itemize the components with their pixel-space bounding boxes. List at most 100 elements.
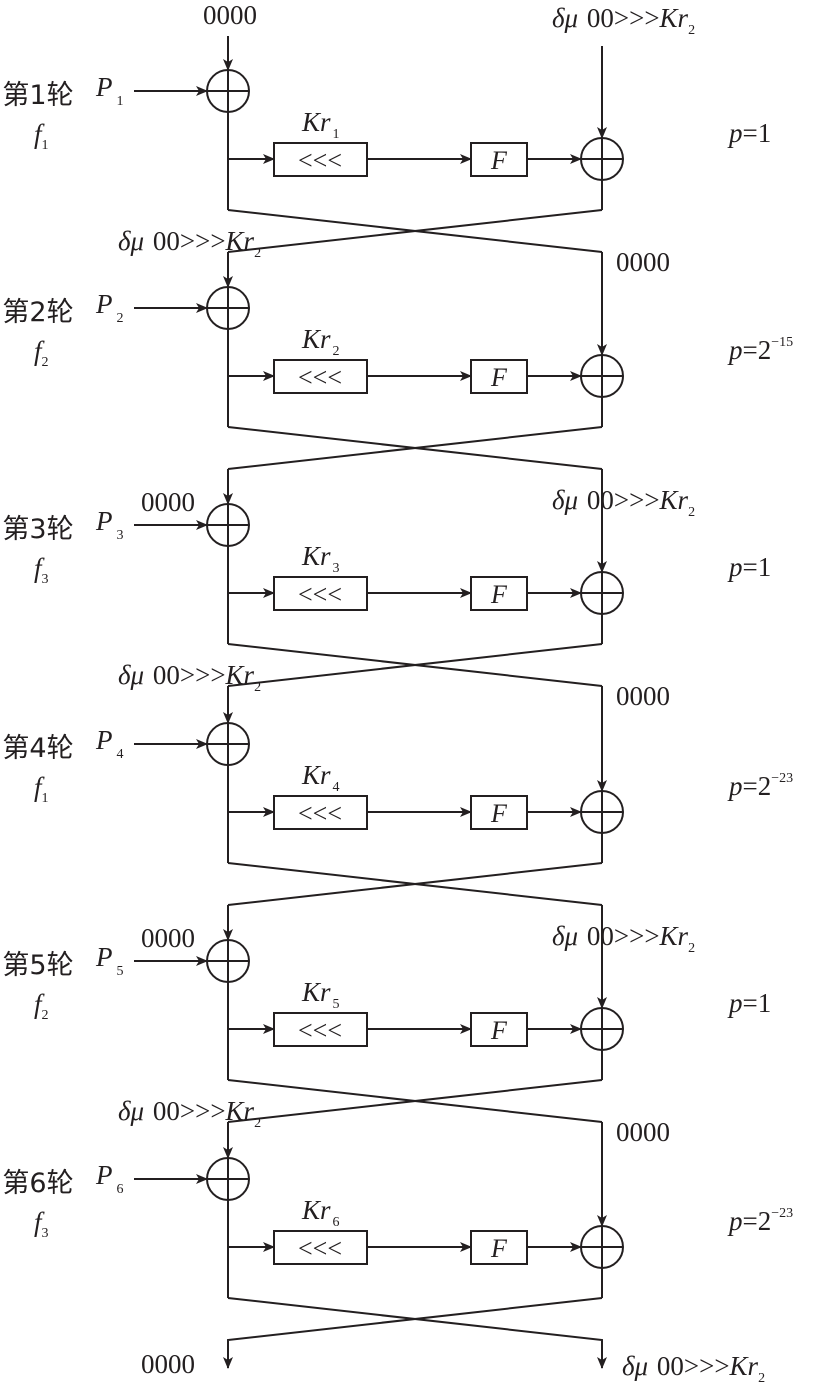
left-input-diff: 0000: [203, 0, 257, 30]
key-symbol: Kr: [301, 1195, 331, 1225]
delta-mu-symbol: δμ: [552, 485, 578, 515]
round-label-text: 第3轮: [2, 514, 73, 545]
func-symbol: f: [34, 119, 45, 149]
rotate-box: [273, 576, 368, 611]
prob-base: =1: [743, 988, 772, 1018]
f-symbol: F: [490, 363, 508, 392]
output-differences: 0000 δμ 00>>>Kr2: [141, 1349, 765, 1384]
rotate-label: <<<: [298, 799, 342, 828]
diff-value: 00>>>: [580, 485, 659, 515]
key-subscript: 2: [758, 1371, 765, 1384]
prob-symbol: p: [727, 771, 743, 801]
right-xor: [580, 1007, 624, 1051]
key-symbol: Kr: [659, 3, 689, 33]
round-label: 第4轮: [2, 733, 73, 764]
f-box: [470, 359, 528, 394]
plaintext-subscript: 2: [117, 311, 124, 326]
f-symbol: F: [490, 1016, 508, 1045]
rotate-symbol: <<<: [298, 580, 342, 609]
plaintext-subscript: 4: [117, 747, 124, 762]
func-subscript: 2: [42, 355, 49, 370]
key-symbol: Kr: [301, 107, 331, 137]
key-symbol: Kr: [659, 921, 689, 951]
round-label: 第5轮: [2, 950, 73, 981]
f-label: F: [490, 1016, 508, 1045]
rotate-box: [273, 1012, 368, 1047]
right-input-diff: δμ 00>>>Kr2: [552, 485, 695, 520]
swap-line-right-to-left: [227, 209, 603, 253]
key-subscript: 6: [333, 1215, 340, 1230]
round-label-text: 第5轮: [2, 950, 73, 981]
prob-base: =2: [743, 771, 772, 801]
right-xor: [580, 790, 624, 834]
key-symbol: Kr: [729, 1351, 759, 1381]
diff-value: 00>>>: [580, 921, 659, 951]
key-symbol: Kr: [225, 1096, 255, 1126]
key-subscript: 3: [333, 561, 340, 576]
plaintext-symbol: P: [95, 72, 113, 102]
zero-diff-text: 0000: [141, 487, 195, 517]
left-xor: [206, 722, 250, 766]
key-subscript: 2: [254, 246, 261, 261]
left-input-diff: 0000: [141, 487, 195, 517]
func-symbol: f: [34, 336, 45, 366]
output-swap-left: [223, 1297, 603, 1369]
left-xor: [206, 286, 250, 330]
output-right-diff: δμ 00>>>Kr2: [622, 1351, 765, 1384]
round-label: 第1轮: [2, 80, 73, 111]
round-label-text: 第1轮: [2, 80, 73, 111]
plaintext-subscript: 1: [117, 94, 124, 109]
key-subscript: 2: [254, 680, 261, 695]
right-input-diff: 0000: [616, 1117, 670, 1147]
rotate-symbol: <<<: [298, 1234, 342, 1263]
round-probability: p=2−23: [727, 771, 793, 801]
prob-base: =2: [743, 1206, 772, 1236]
swap-line-right-to-left: [227, 862, 603, 906]
round-probability: p=1: [727, 552, 771, 582]
rotate-symbol: <<<: [298, 363, 342, 392]
plaintext-subscript: 3: [117, 528, 124, 543]
right-input-diff: δμ 00>>>Kr2: [552, 921, 695, 956]
delta-mu-symbol: δμ: [622, 1351, 648, 1381]
key-symbol: Kr: [225, 226, 255, 256]
key-subscript: 4: [333, 780, 340, 795]
key-subscript: 2: [333, 344, 340, 359]
f-label: F: [490, 146, 508, 175]
key-subscript: 2: [254, 1116, 261, 1131]
key-subscript: 2: [688, 941, 695, 956]
round-probability: p=1: [727, 988, 771, 1018]
plaintext-subscript: 5: [117, 964, 124, 979]
f-label: F: [490, 580, 508, 609]
rotate-symbol: <<<: [298, 146, 342, 175]
key-symbol: Kr: [301, 324, 331, 354]
round-probability: p=2−15: [727, 335, 793, 365]
zero-diff-text: 0000: [616, 247, 670, 277]
prob-symbol: p: [727, 335, 743, 365]
prob-base: =1: [743, 552, 772, 582]
left-xor: [206, 69, 250, 113]
left-xor: [206, 1157, 250, 1201]
swap-line-right-to-left: [227, 1079, 603, 1123]
f-label: F: [490, 363, 508, 392]
func-subscript: 1: [42, 138, 49, 153]
func-subscript: 2: [42, 1008, 49, 1023]
plaintext-symbol: P: [95, 289, 113, 319]
round-label: 第6轮: [2, 1168, 73, 1199]
rotate-box: [273, 142, 368, 177]
right-xor: [580, 354, 624, 398]
key-symbol: Kr: [301, 760, 331, 790]
f-label: F: [490, 799, 508, 828]
func-symbol: f: [34, 1207, 45, 1237]
output-left-diff: 0000: [141, 1349, 195, 1379]
round-function: f1: [34, 772, 49, 806]
rotate-label: <<<: [298, 146, 342, 175]
